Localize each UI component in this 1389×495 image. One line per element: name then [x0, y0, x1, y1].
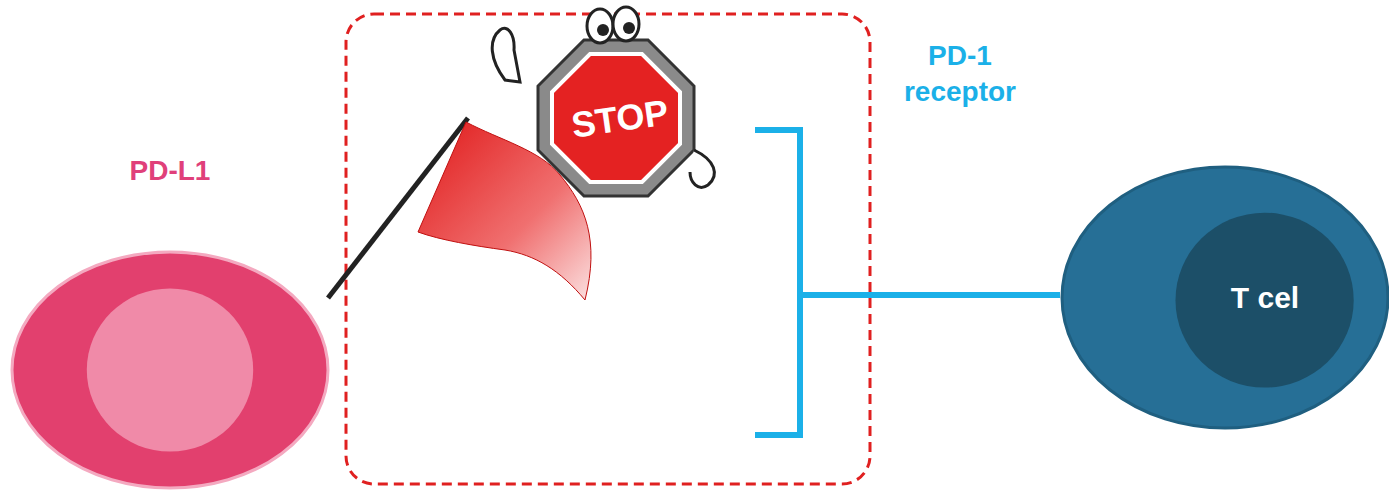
cell-body	[12, 252, 328, 488]
node-label: T cel	[1231, 281, 1299, 315]
receptor-label: PD-1 receptor	[880, 38, 1040, 111]
cell-nucleus	[1176, 213, 1354, 388]
cell-outline	[10, 250, 330, 490]
cell-outline	[1060, 165, 1389, 430]
stop-sign-character	[492, 7, 714, 196]
pd1-receptor-bracket	[755, 130, 1060, 435]
cell-body	[1062, 167, 1388, 428]
tumor-cell: PD-L1	[10, 250, 330, 490]
t-cell: T cel	[1060, 165, 1389, 430]
node-label: PD-L1	[130, 155, 211, 187]
dashed-frame	[346, 14, 870, 484]
cell-nucleus	[87, 288, 253, 451]
